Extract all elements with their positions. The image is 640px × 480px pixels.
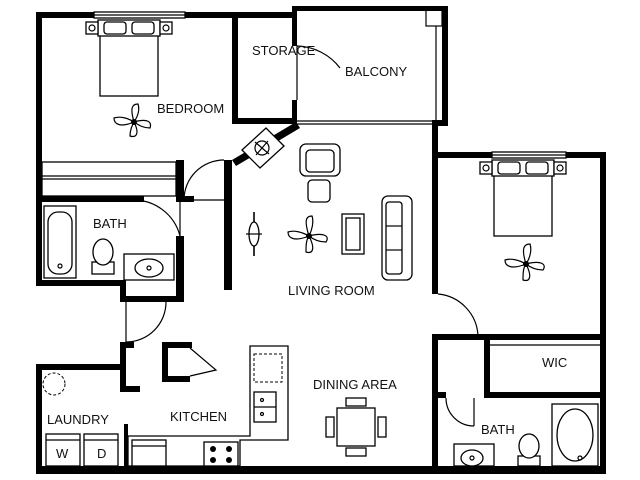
ceiling-fan-living (287, 215, 328, 254)
windows (93, 11, 567, 159)
sink-1 (123, 253, 175, 281)
doors (125, 45, 600, 427)
room-label-balcony: BALCONY (345, 64, 407, 79)
closet-bedroom (41, 161, 177, 197)
room-label-bedroom: BEDROOM (157, 101, 224, 116)
sink-2 (453, 443, 495, 467)
bathtub-1 (43, 205, 77, 279)
walls (36, 6, 606, 474)
toilet-2 (517, 433, 541, 467)
ceiling-fan-bedroom (113, 103, 152, 138)
coffee-table (341, 213, 365, 255)
balcony-sliding-door (297, 26, 437, 125)
ottoman (307, 179, 331, 203)
dryer-label: D (97, 446, 106, 461)
stove (203, 441, 239, 467)
kitchen-counter (127, 345, 289, 467)
ceiling-fan-bedroom-2 (504, 243, 545, 282)
washer: W (45, 433, 81, 467)
room-label-living-room: LIVING ROOM (288, 283, 375, 298)
toilet-1 (91, 238, 115, 275)
dishwasher (131, 439, 167, 467)
washer-label: W (56, 446, 69, 461)
dining-table (325, 397, 387, 457)
bed-left (85, 19, 173, 97)
room-label-laundry: LAUNDRY (47, 412, 109, 427)
bathtub-2 (551, 403, 599, 467)
armchair (299, 143, 341, 177)
bed-right (479, 159, 567, 237)
floor-lamp (246, 212, 262, 256)
dryer: D (83, 433, 119, 467)
kitchen-sink (253, 391, 277, 423)
room-label-bath-1: BATH (93, 216, 127, 231)
room-label-kitchen: KITCHEN (170, 409, 227, 424)
room-label-bath-2: BATH (481, 422, 515, 437)
plant-stand (241, 127, 285, 169)
sofa (381, 195, 413, 281)
room-label-dining-area: DINING AREA (313, 377, 397, 392)
room-label-wic: WIC (542, 355, 567, 370)
water-heater (42, 372, 66, 396)
room-label-storage: STORAGE (252, 43, 316, 58)
